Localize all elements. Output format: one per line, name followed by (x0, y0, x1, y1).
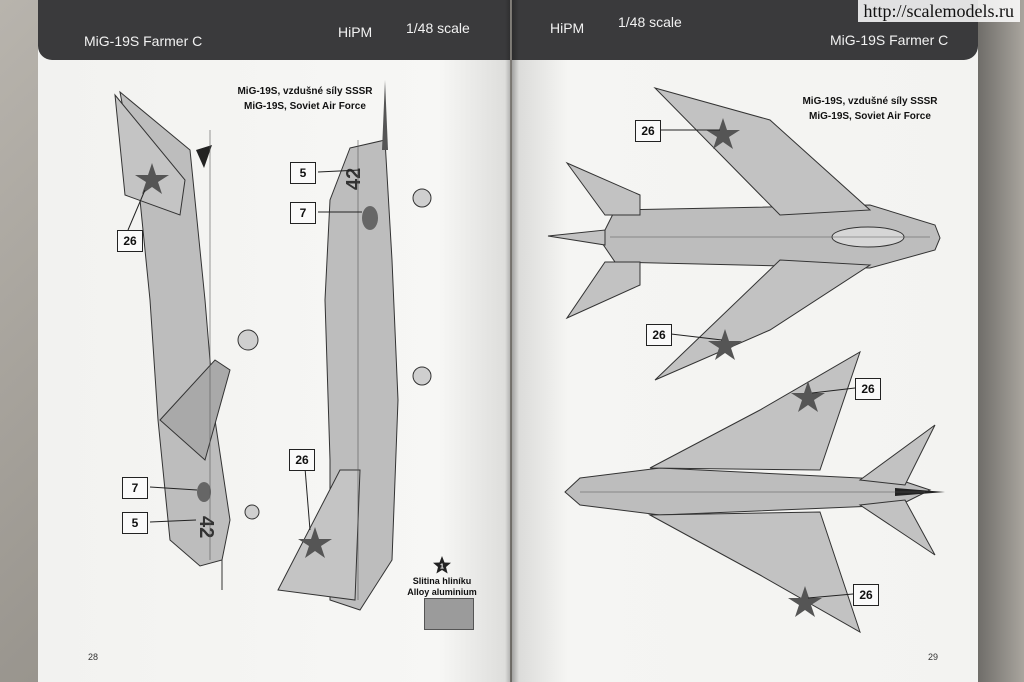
left-header-brand: HiPM (338, 24, 373, 40)
red-star-marking (706, 118, 742, 360)
right-caption-line2: MiG-19S, Soviet Air Force (809, 111, 931, 122)
side-view-left: 42 (114, 90, 260, 590)
left-page-number: 28 (88, 652, 99, 662)
left-header-scale: 1/48 scale (406, 20, 470, 36)
callout-26: 26 (635, 120, 661, 142)
callout-5: 5 (290, 162, 316, 184)
callout-26: 26 (855, 378, 881, 400)
right-leader-lines (660, 129, 856, 599)
right-page-header: HiPM 1/48 scale MiG-19S Farmer C (512, 0, 978, 60)
callout-7: 7 (290, 202, 316, 224)
callout-26: 26 (117, 230, 143, 252)
watermark-link[interactable]: http://scalemodels.ru (857, 0, 1020, 22)
callout-7: 7 (122, 477, 148, 499)
bottom-view (564, 350, 945, 634)
left-header-title: MiG-19S Farmer C (84, 33, 203, 49)
left-view-side-number: 42 (195, 516, 217, 538)
paint-label-cz: Slitina hliníku (412, 576, 472, 586)
left-caption: MiG-19S, vzdušné síly SSSR MiG-19S, Sovi… (205, 84, 405, 114)
left-caption-line1: MiG-19S, vzdušné síly SSSR (237, 86, 373, 97)
background-edge (978, 0, 1024, 682)
right-page-number: 29 (928, 652, 939, 662)
paint-legend-label: Slitina hliníku Alloy aluminium (405, 576, 479, 598)
left-leader-lines (127, 169, 362, 531)
right-view-side-number: 42 (343, 168, 365, 190)
paint-badge-number: 1 (440, 564, 444, 571)
red-star-marking (135, 163, 169, 194)
paint-swatch (424, 598, 474, 630)
callout-5: 5 (122, 512, 148, 534)
callout-26: 26 (646, 324, 672, 346)
right-header-title: MiG-19S Farmer C (830, 32, 949, 48)
right-caption: MiG-19S, vzdušné síly SSSR MiG-19S, Sovi… (770, 94, 970, 124)
red-star-marking (788, 381, 825, 617)
side-view-right: 42 (277, 80, 432, 611)
book-gutter (505, 0, 519, 682)
paint-label-en: Alloy aluminium (407, 587, 477, 597)
callout-26: 26 (289, 449, 315, 471)
right-header-brand: HiPM (550, 20, 585, 36)
paint-badge-icon: 1 (433, 556, 451, 574)
red-star-marking (298, 527, 332, 558)
top-view (547, 87, 941, 381)
left-caption-line2: MiG-19S, Soviet Air Force (244, 101, 366, 112)
right-caption-line1: MiG-19S, vzdušné síly SSSR (802, 96, 938, 107)
right-header-scale: 1/48 scale (618, 14, 682, 30)
callout-26: 26 (853, 584, 879, 606)
left-page-header: MiG-19S Farmer C HiPM 1/48 scale (38, 0, 510, 60)
